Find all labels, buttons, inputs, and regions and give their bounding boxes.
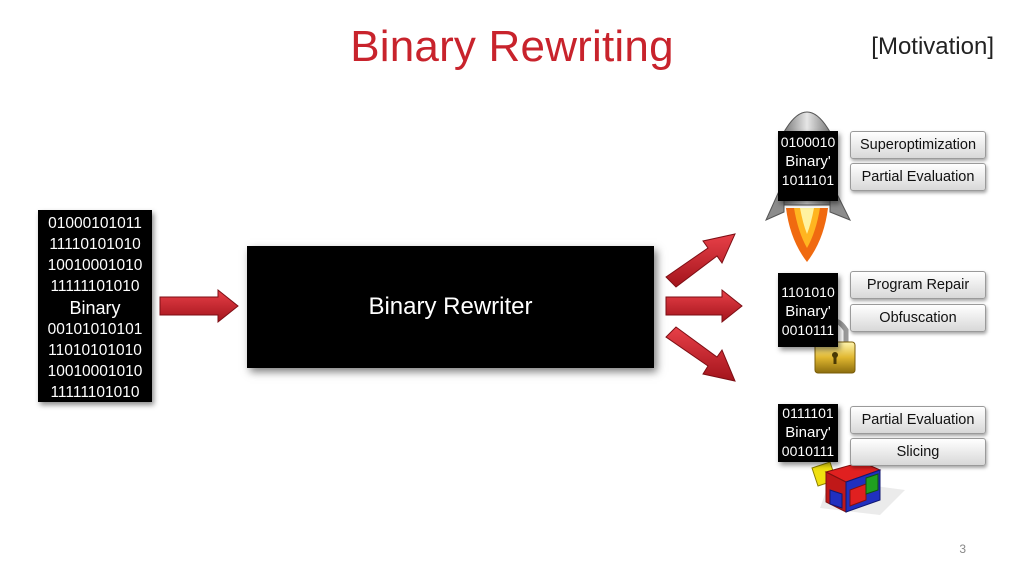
tag-slicing: Slicing: [850, 438, 986, 466]
binary-line: 01000101011: [48, 215, 142, 232]
binary-rewriter-box: Binary Rewriter: [247, 246, 654, 368]
binary-label: Binary: [69, 298, 121, 318]
binary-line: 0010111: [781, 322, 835, 338]
binary-line: 11010101010: [48, 342, 142, 359]
binary-line: 00101010101: [47, 321, 143, 338]
puzzle-cube-icon: [811, 461, 905, 515]
binary-line: 11110101010: [49, 236, 141, 253]
binary-line: 11111101010: [50, 384, 140, 401]
tag-partial-evaluation: Partial Evaluation: [850, 163, 986, 191]
binary-label: Binary': [785, 153, 831, 170]
source-binary-box: 01000101011 11110101010 10010001010 1111…: [38, 210, 152, 402]
output-binary-2: 1101010 Binary' 0010111: [778, 273, 838, 347]
slide-subtitle: [Motivation]: [871, 33, 994, 60]
slide-title: Binary Rewriting: [350, 22, 674, 71]
output-binary-3: 0111101 Binary' 0010111: [778, 404, 838, 462]
binary-line: 0111101: [782, 405, 834, 421]
binary-line: 1101010: [781, 284, 835, 300]
output-arrow-up: [665, 233, 736, 288]
output-arrow-right: [665, 288, 743, 324]
tag-program-repair: Program Repair: [850, 271, 986, 299]
binary-line: 11111101010: [50, 278, 140, 295]
binary-line: 1011101: [781, 172, 835, 188]
binary-label: Binary': [785, 424, 831, 441]
tag-superoptimization: Superoptimization: [850, 131, 986, 159]
tag-partial-evaluation-2: Partial Evaluation: [850, 406, 986, 434]
rewriter-label: Binary Rewriter: [368, 293, 533, 320]
binary-line: 0010111: [781, 443, 835, 459]
binary-label: Binary': [785, 303, 831, 320]
binary-line: 10010001010: [47, 257, 143, 274]
output-binary-1: 0100010 Binary' 1011101: [778, 131, 838, 201]
output-arrow-down: [665, 326, 736, 382]
binary-line: 0100010: [780, 134, 836, 150]
page-number: 3: [959, 542, 966, 556]
binary-line: 10010001010: [47, 363, 143, 380]
input-arrow: [159, 288, 239, 324]
tag-obfuscation: Obfuscation: [850, 304, 986, 332]
